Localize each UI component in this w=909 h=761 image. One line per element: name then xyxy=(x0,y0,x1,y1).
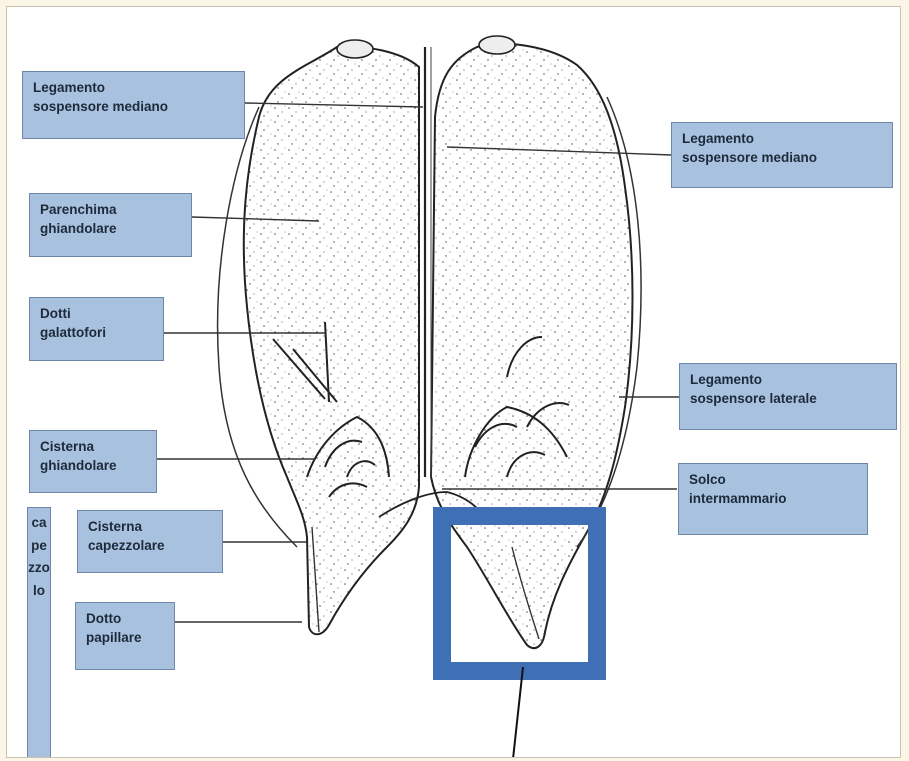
label-legamento-sospensore-mediano-right: Legamento sospensore mediano xyxy=(671,122,893,188)
label-dotti-galattofori: Dotti galattofori xyxy=(29,297,164,361)
label-dotto-papillare: Dotto papillare xyxy=(75,602,175,670)
highlight-pointer-line xyxy=(513,667,523,758)
label-cisterna-ghiandolare: Cisterna ghiandolare xyxy=(29,430,157,493)
label-legamento-sospensore-mediano-left: Legamento sospensore mediano xyxy=(22,71,245,139)
label-cisterna-capezzolare: Cisterna capezzolare xyxy=(77,510,223,573)
left-quarter-outline xyxy=(244,47,419,635)
label-capezzolo-vertical: capezzolo xyxy=(27,507,51,758)
label-solco-intermammario: Solco intermammario xyxy=(678,463,868,535)
label-parenchima-ghiandolare: Parenchima ghiandolare xyxy=(29,193,192,257)
label-legamento-sospensore-laterale: Legamento sospensore laterale xyxy=(679,363,897,430)
figure-frame: Legamento sospensore mediano Legamento s… xyxy=(6,6,901,758)
